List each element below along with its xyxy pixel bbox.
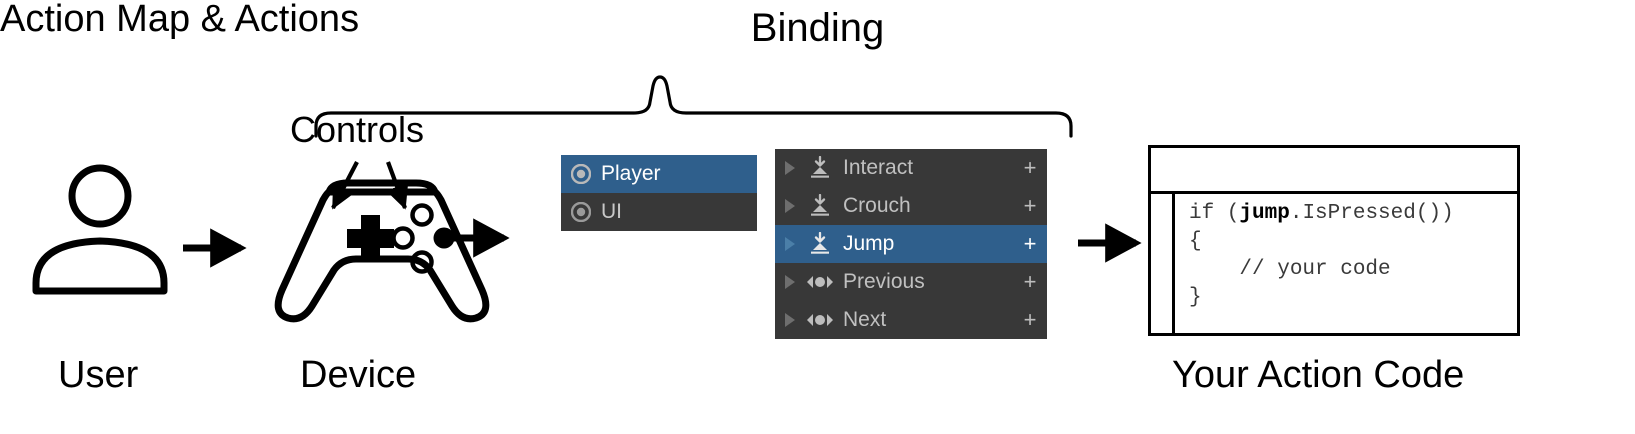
action-row-next[interactable]: Next + (775, 301, 1047, 339)
code-line-3: // your code (1189, 258, 1391, 281)
action-label: Crouch (843, 194, 911, 217)
axis-1d-icon (805, 312, 835, 328)
code-line-1-post: .IsPressed()) (1289, 202, 1454, 225)
code-line-2: { (1189, 230, 1202, 253)
axis-1d-icon (805, 274, 835, 290)
button-press-icon (805, 194, 835, 218)
action-map-radio-icon (571, 202, 591, 222)
chevron-right-icon[interactable] (775, 236, 805, 252)
action-label: Previous (843, 270, 925, 293)
button-press-icon (805, 232, 835, 256)
add-binding-button[interactable]: + (1023, 307, 1037, 332)
code-window: if (jump.IsPressed()) { // your code } (1148, 145, 1520, 336)
code-line-1-pre: if ( (1189, 202, 1240, 225)
action-row-crouch[interactable]: Crouch + (775, 187, 1047, 225)
chevron-right-icon[interactable] (775, 312, 805, 328)
chevron-right-icon[interactable] (775, 160, 805, 176)
binding-label-text: Binding (750, 6, 885, 50)
add-binding-button[interactable]: + (1023, 193, 1037, 218)
code-line-1: if (jump.IsPressed()) (1189, 202, 1454, 225)
chevron-right-icon[interactable] (775, 274, 805, 290)
action-map-label: Player (601, 162, 661, 185)
add-binding-button[interactable]: + (1023, 155, 1037, 180)
action-row-previous[interactable]: Previous + (775, 263, 1047, 301)
caption-your-action-code: Your Action Code (1172, 354, 1465, 396)
curly-brace-icon (314, 75, 1073, 138)
controls-label-text: Controls (290, 109, 425, 150)
binding-label: Binding (0, 8, 1635, 48)
action-label: Interact (843, 156, 914, 179)
add-binding-button[interactable]: + (1023, 269, 1037, 294)
chevron-right-icon[interactable] (775, 198, 805, 214)
button-press-icon (805, 156, 835, 180)
code-gutter (1151, 194, 1175, 333)
action-map-radio-icon (571, 164, 591, 184)
action-map-panel[interactable]: Player UI (561, 155, 757, 231)
actions-panel[interactable]: Interact + Crouch + (775, 149, 1047, 339)
code-line-4: } (1189, 286, 1202, 309)
gamepad-icon (274, 179, 490, 323)
action-map-label: UI (601, 200, 622, 223)
code-text[interactable]: if (jump.IsPressed()) { // your code } (1189, 200, 1517, 312)
action-map-row-ui[interactable]: UI (561, 193, 757, 231)
add-binding-button[interactable]: + (1023, 231, 1037, 256)
code-window-body: if (jump.IsPressed()) { // your code } (1151, 194, 1517, 333)
code-window-titlebar (1151, 148, 1517, 194)
action-row-jump[interactable]: Jump + (775, 225, 1047, 263)
user-avatar-icon (32, 164, 168, 295)
action-label: Jump (843, 232, 895, 255)
caption-action-map: Action Map & Actions (0, 0, 360, 40)
code-line-1-bold: jump (1239, 202, 1290, 225)
action-row-interact[interactable]: Interact + (775, 149, 1047, 187)
controls-label: Controls (290, 112, 424, 148)
action-map-row-player[interactable]: Player (561, 155, 757, 193)
caption-user: User (58, 354, 139, 396)
caption-device: Device (300, 354, 417, 396)
action-label: Next (843, 308, 887, 331)
